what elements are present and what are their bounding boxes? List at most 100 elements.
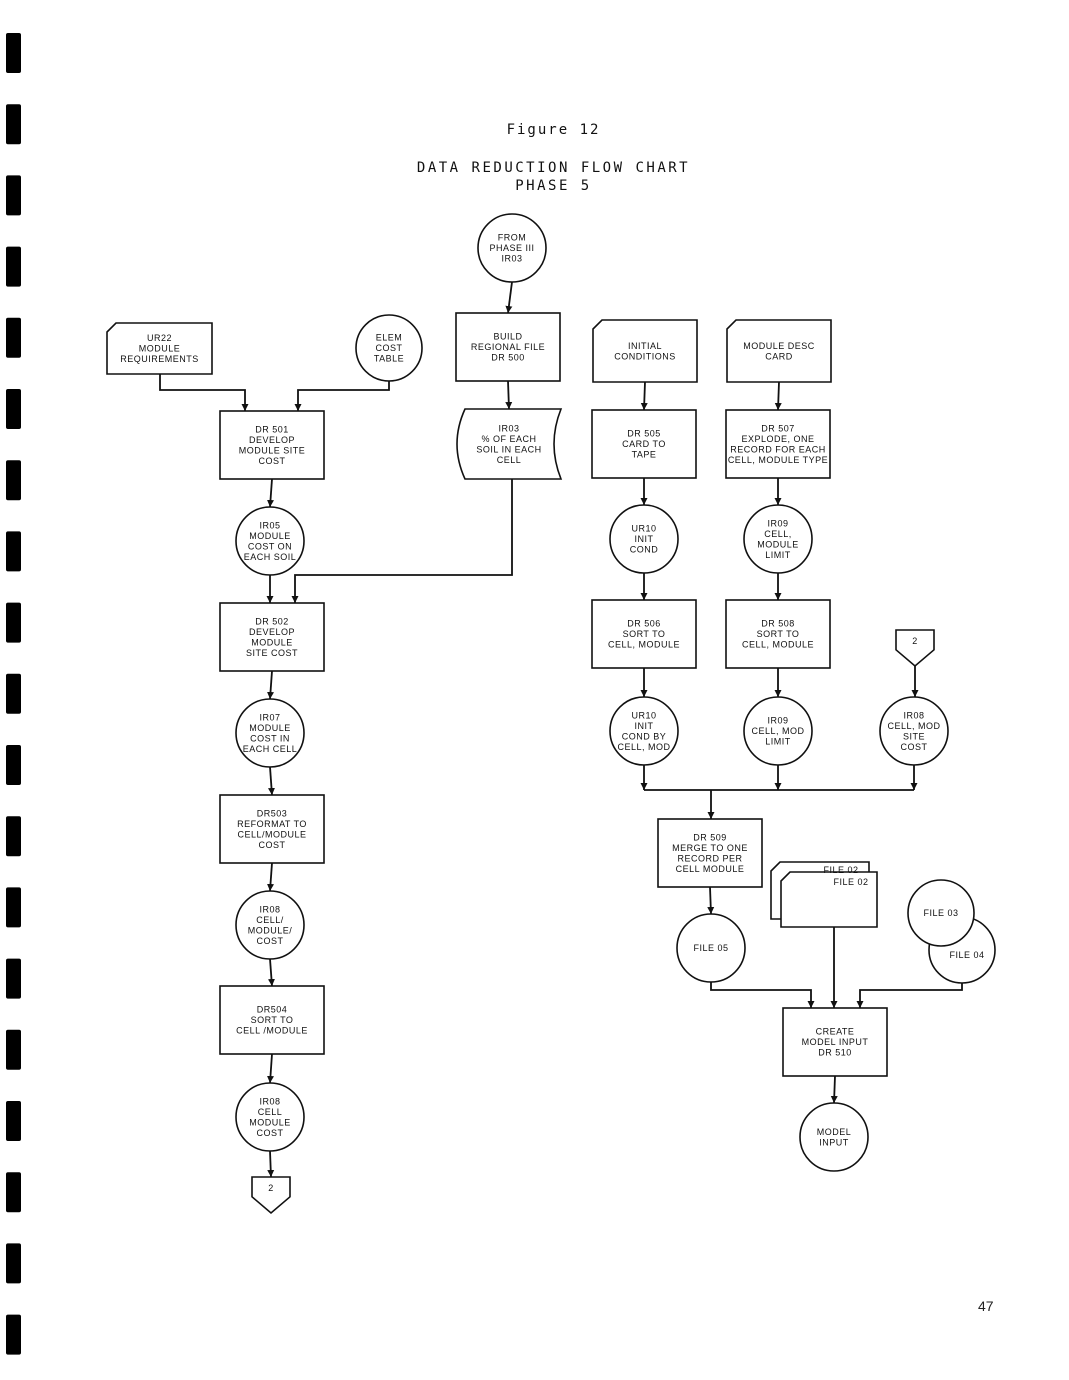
node-label-line: FILE 05	[693, 943, 728, 953]
process-box	[591, 599, 697, 669]
binding-mark	[6, 460, 21, 501]
node-label-line: UR22	[147, 333, 172, 343]
node-label-line: ELEM	[376, 333, 403, 343]
connector-circle	[676, 913, 746, 983]
binding-marks	[6, 33, 21, 1355]
binding-mark	[6, 104, 21, 145]
binding-mark	[6, 602, 21, 643]
node-label-line: FILE 02	[823, 865, 858, 875]
node-label-line: IR07	[259, 712, 280, 722]
node-label-line: CELL /MODULE	[236, 1026, 308, 1036]
connector-circle	[609, 504, 679, 574]
node-label-line: MODULE	[249, 1117, 291, 1127]
process-box	[657, 818, 763, 888]
flow-arrow-ir03-to-dr502	[291, 479, 513, 603]
node-label-line: DR503	[257, 808, 288, 818]
connector-circle	[743, 504, 813, 574]
node-label-line: IR09	[767, 518, 788, 528]
connector-circle	[235, 890, 305, 960]
node-label-line: COST IN	[250, 733, 290, 743]
connector-circle	[609, 696, 679, 766]
node-label-line: UR10	[631, 710, 656, 720]
node-label-line: CARD	[765, 351, 793, 361]
connector-circle	[477, 213, 547, 283]
node-label-line: REFORMAT TO	[237, 819, 307, 829]
binding-mark	[6, 531, 21, 572]
node-label-line: SORT TO	[757, 629, 800, 639]
node-label-line: TAPE	[632, 450, 657, 460]
node-conn-in: 2	[895, 629, 935, 668]
node-label-line: INIT	[635, 721, 654, 731]
node-label-line: IR05	[259, 520, 280, 530]
binding-mark	[6, 673, 21, 714]
connector-circle	[743, 696, 813, 766]
node-label-line: SORT TO	[251, 1015, 294, 1025]
node-label-line: DR 509	[693, 832, 727, 842]
binding-mark	[6, 1243, 21, 1284]
node-label-line: CELL/	[256, 915, 284, 925]
node-label-line: DR 510	[818, 1048, 852, 1058]
node-conn-out: 2	[251, 1176, 291, 1215]
node-label-line: BUILD	[493, 332, 522, 342]
page-number: 47	[978, 1298, 994, 1314]
node-label-line: MODULE	[757, 539, 799, 549]
binding-mark	[6, 958, 21, 999]
chart-subtitle: PHASE 5	[515, 178, 592, 194]
process-box	[219, 410, 325, 480]
node-label-line: MODULE	[249, 531, 291, 541]
flow-arrow-ur22-to-dr501	[159, 374, 249, 411]
node-label-line: DR 506	[627, 619, 661, 629]
process-box	[219, 602, 325, 672]
node-label-line: DR504	[257, 1005, 288, 1015]
flow-arrow-dr501-to-ir05	[267, 478, 274, 508]
node-label-line: MODULE/	[248, 925, 293, 935]
process-box	[219, 985, 325, 1055]
node-label-line: FROM	[498, 233, 527, 243]
node-label-line: EACH CELL	[243, 744, 298, 754]
node-label-line: FILE 03	[923, 908, 958, 918]
binding-mark	[6, 317, 21, 358]
node-label-line: COND	[630, 545, 659, 555]
node-label-line: IR08	[259, 1096, 280, 1106]
node-label-line: SORT TO	[623, 629, 666, 639]
node-label-line: UR10	[631, 524, 656, 534]
stored-data-shape	[456, 408, 563, 480]
binding-mark	[6, 389, 21, 429]
node-label-line: DR 500	[491, 353, 525, 363]
flow-arrow-file03-04-to-dr510	[856, 983, 963, 1008]
flow-arrow-ir08a-to-dr504	[267, 958, 275, 987]
node-label-line: COST	[900, 742, 927, 752]
node-label-line: COST ON	[248, 541, 292, 551]
punch-card-shape	[106, 322, 213, 375]
file-circle-front	[907, 879, 975, 947]
node-label-line: COND BY	[622, 731, 667, 741]
node-label-line: 2	[912, 636, 918, 646]
node-label-line: CELL,	[764, 529, 792, 539]
node-label-line: INITIAL	[628, 341, 662, 351]
connector-circle	[235, 506, 305, 576]
punch-card-shape	[726, 319, 832, 383]
flow-arrow-dr502-to-ir07	[267, 670, 274, 700]
node-label-line: SITE	[903, 731, 925, 741]
process-box	[725, 409, 831, 479]
